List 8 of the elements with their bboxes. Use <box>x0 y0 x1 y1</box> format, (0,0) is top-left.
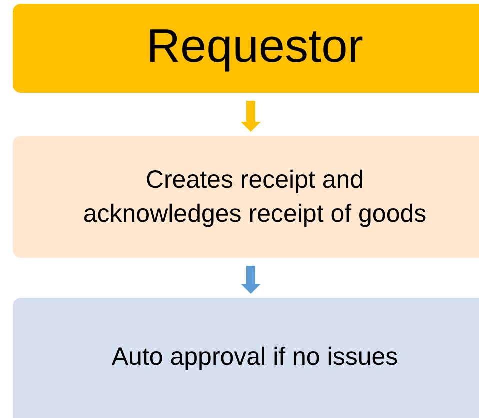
process-box <box>13 4 479 93</box>
box-label: Creates receipt and acknowledges receipt of goods <box>82 165 428 230</box>
arrow <box>241 266 261 294</box>
arrow <box>241 101 261 132</box>
box-label: Auto approval if no issues <box>112 342 398 374</box>
process-box <box>13 136 479 258</box>
process-box <box>13 298 479 418</box>
box-label: Requestor <box>146 18 364 74</box>
